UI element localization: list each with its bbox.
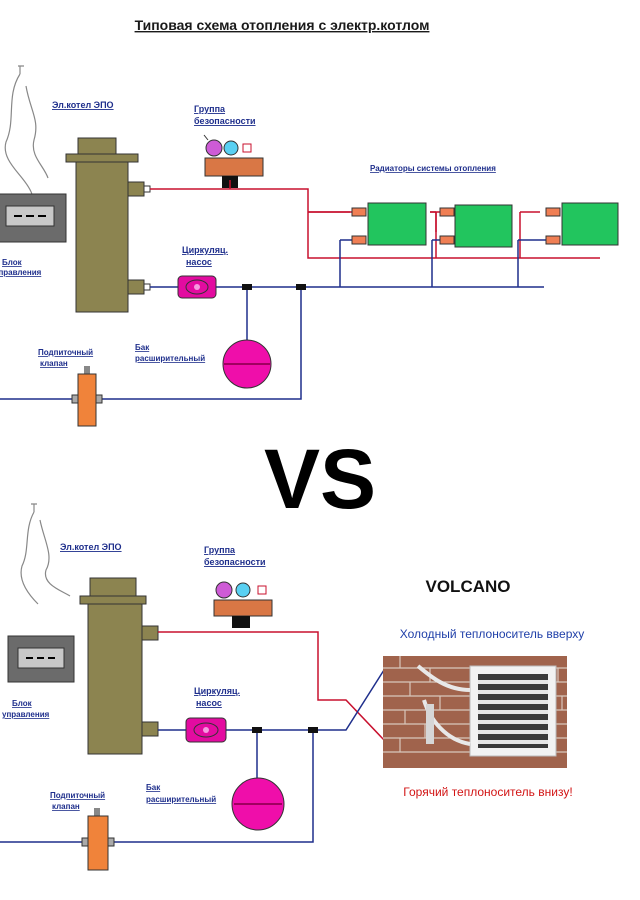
pump-icon bbox=[185, 717, 227, 743]
return-pipe bbox=[158, 669, 385, 731]
safety-group-label-2: безопасности bbox=[194, 116, 256, 126]
safety-group-label-1: Группа bbox=[194, 104, 226, 114]
control-unit-label-1: Блок bbox=[2, 258, 23, 267]
boiler-label: Эл.котел ЭПО bbox=[52, 100, 114, 110]
valve-label-1: Подпиточный bbox=[50, 791, 105, 800]
control-unit-label-2: управления bbox=[2, 710, 50, 719]
boiler-label: Эл.котел ЭПО bbox=[60, 542, 122, 552]
safety-group-icon bbox=[203, 134, 264, 188]
safety-group-label-2: безопасности bbox=[204, 557, 266, 567]
smoke-icon bbox=[20, 503, 71, 605]
safety-group-label-1: Группа bbox=[204, 545, 236, 555]
pump-label-1: Циркуляц. bbox=[194, 686, 240, 696]
pump-label-1: Циркуляц. bbox=[182, 245, 228, 255]
vs-label: VS bbox=[264, 432, 376, 526]
valve-label-2: клапан bbox=[40, 359, 68, 368]
control-unit-icon bbox=[7, 635, 75, 683]
radiators-label: Радиаторы системы отопления bbox=[370, 164, 496, 173]
control-unit-icon bbox=[0, 193, 67, 243]
pump-icon bbox=[177, 275, 217, 299]
radiator-icon bbox=[351, 202, 619, 248]
expansion-tank-icon bbox=[222, 339, 272, 389]
control-unit-label-1: Блок bbox=[12, 699, 33, 708]
tank-label-2: расширительный bbox=[146, 795, 216, 804]
boiler-icon bbox=[65, 137, 151, 313]
pump-label-2: насос bbox=[196, 698, 222, 708]
pump-label-2: насос bbox=[186, 257, 212, 267]
cold-note: Холодный теплоноситель вверху bbox=[400, 627, 585, 641]
return-pipe bbox=[150, 239, 546, 288]
tank-label-2: расширительный bbox=[135, 354, 205, 363]
air-heater-icon bbox=[383, 656, 567, 768]
hot-note: Горячий теплоноситель внизу! bbox=[403, 785, 572, 799]
hot-supply-pipe bbox=[158, 631, 385, 741]
valve-icon bbox=[81, 808, 115, 871]
valve-label-2: клапан bbox=[52, 802, 80, 811]
boiler-icon bbox=[79, 577, 159, 755]
bottom-scheme: Блок управления Эл.котел ЭПО Группа безо… bbox=[0, 503, 585, 871]
valve-label-1: Подпиточный bbox=[38, 348, 93, 357]
tank-label-1: Бак bbox=[135, 343, 150, 352]
control-unit-label-2: управления bbox=[0, 268, 42, 277]
tank-label-1: Бак bbox=[146, 783, 161, 792]
page-title: Типовая схема отопления с электр.котлом bbox=[135, 17, 430, 33]
expansion-tank-icon bbox=[231, 777, 285, 831]
brand-label: VOLCANO bbox=[426, 577, 511, 596]
valve-icon bbox=[71, 366, 103, 427]
smoke-icon bbox=[4, 65, 49, 201]
top-scheme: Блок управления Эл.котел ЭПО Группа безо… bbox=[0, 65, 619, 427]
safety-group-icon bbox=[213, 581, 273, 628]
